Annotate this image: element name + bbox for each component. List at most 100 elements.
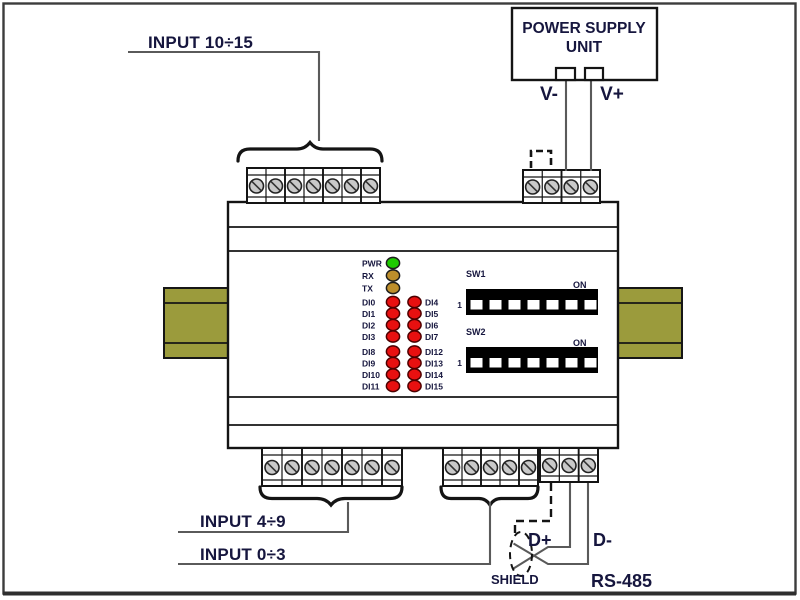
dip-switch-lever-off — [584, 300, 597, 310]
di-led-right — [407, 307, 422, 320]
terminal-screw-slot — [266, 462, 278, 473]
di-led-left — [385, 368, 401, 381]
di-led-left — [385, 330, 401, 343]
status-led-label: RX — [362, 271, 374, 281]
psu-label-line2: UNIT — [566, 39, 603, 56]
brace-input-4-9 — [258, 485, 404, 508]
di-led-label-right: DI5 — [425, 309, 439, 319]
dip-switch-lever-off — [527, 358, 540, 368]
dip-switch-pin1-label: 1 — [457, 300, 462, 310]
dip-switch-lever-off — [546, 358, 559, 368]
label-shield: SHIELD — [491, 572, 539, 587]
dip-switch-lever-off — [470, 300, 483, 310]
device-body — [226, 200, 620, 450]
terminal-block-top-inputs — [246, 167, 381, 204]
di-led-label-left: DI3 — [362, 332, 376, 342]
label-input-0-3: INPUT 0÷3 — [200, 545, 286, 564]
connection-lines — [128, 50, 593, 570]
di-led-right — [407, 368, 422, 381]
label-v-minus: V- — [540, 84, 558, 105]
di-led-label-left: DI9 — [362, 359, 376, 369]
terminal-screw-slot — [523, 462, 534, 473]
di-led-left — [385, 307, 401, 320]
di-led-label-right: DI14 — [425, 370, 443, 380]
terminal-block-power — [522, 169, 601, 204]
terminal-screw-slot — [251, 180, 262, 192]
status-led-label: PWR — [362, 259, 382, 269]
status-led — [385, 269, 401, 282]
label-input-10-15: INPUT 10÷15 — [148, 33, 253, 52]
di-led-label-left: DI10 — [362, 370, 380, 380]
terminal-screw-slot — [583, 460, 594, 471]
dip-switch-lever-off — [584, 358, 597, 368]
di-led-label-left: DI1 — [362, 309, 376, 319]
dip-switch-lever-off — [546, 300, 559, 310]
terminal-screw-slot — [447, 462, 458, 473]
terminal-screw-slot — [346, 180, 357, 192]
status-led-label: TX — [362, 284, 373, 294]
di-led-label-left: DI0 — [362, 298, 376, 308]
psu-label-line1: POWER SUPPLY — [522, 20, 646, 37]
terminal-screw-slot — [365, 180, 376, 192]
terminal-screw-slot — [366, 462, 378, 473]
wire-input-4-9 — [178, 502, 350, 534]
di-led-label-right: DI12 — [425, 347, 443, 357]
di-led-left — [385, 379, 401, 393]
din-rail-right — [617, 287, 683, 359]
terminal-screw-slot — [386, 462, 398, 473]
di-led-label-left: DI2 — [362, 321, 376, 331]
di-led-left — [385, 345, 401, 358]
status-led — [385, 256, 401, 270]
terminal-screw-slot — [563, 460, 575, 471]
di-led-right — [407, 330, 422, 343]
terminal-screw-slot — [327, 180, 338, 192]
status-led-panel: PWR RX TX — [362, 256, 401, 295]
brace-top-inputs — [236, 139, 384, 163]
terminal-screw-slot — [485, 462, 496, 473]
terminal-screw-slot — [308, 180, 319, 192]
psu-terminal-plus — [583, 66, 605, 82]
di-led-label-right: DI6 — [425, 321, 439, 331]
di-led-left — [385, 356, 401, 370]
di-led-label-left: DI11 — [362, 382, 380, 392]
wire-d-plus — [512, 483, 572, 570]
terminal-screw-slot — [306, 462, 318, 473]
label-input-4-9: INPUT 4÷9 — [200, 512, 286, 531]
psu-terminal-minus — [554, 66, 577, 82]
dip-switch-lever-off — [508, 358, 521, 368]
shield-loop — [509, 531, 533, 577]
label-d-minus: D- — [593, 530, 612, 550]
di-led-label-right: DI7 — [425, 332, 439, 342]
di-led-left — [385, 295, 401, 309]
dashed-elements — [509, 149, 553, 577]
dip-switch-lever-off — [565, 300, 578, 310]
di-led-label-left: DI8 — [362, 347, 376, 357]
terminal-screw-slot — [466, 462, 477, 473]
terminal-screw-slot — [565, 181, 577, 193]
terminal-screw-slot — [544, 460, 555, 471]
dip-switch-on-label: ON — [573, 338, 587, 348]
di-led-right — [407, 379, 422, 393]
di-led-label-right: DI4 — [425, 298, 439, 308]
terminal-block-rs485 — [539, 447, 599, 483]
dip-switch-name: SW2 — [466, 327, 486, 337]
terminal-screw-slot — [326, 462, 338, 473]
di-led-right — [407, 356, 422, 370]
dip-switch-lever-off — [565, 358, 578, 368]
label-d-plus: D+ — [528, 530, 552, 550]
di-led-label-right: DI13 — [425, 359, 443, 369]
terminal-screw-slot — [585, 181, 596, 193]
di-led-right — [407, 318, 422, 332]
wire-input-0-3 — [178, 502, 492, 566]
dip-switch-lever-off — [489, 358, 502, 368]
terminal-screw-slot — [270, 180, 281, 192]
dip-switch-lever-off — [527, 300, 540, 310]
di-led-left — [385, 318, 401, 332]
shield-wire-dashed — [513, 483, 553, 533]
label-rs485: RS-485 — [591, 571, 652, 591]
power-supply-unit: POWER SUPPLY UNIT — [510, 6, 659, 82]
terminal-screw-slot — [527, 181, 538, 193]
